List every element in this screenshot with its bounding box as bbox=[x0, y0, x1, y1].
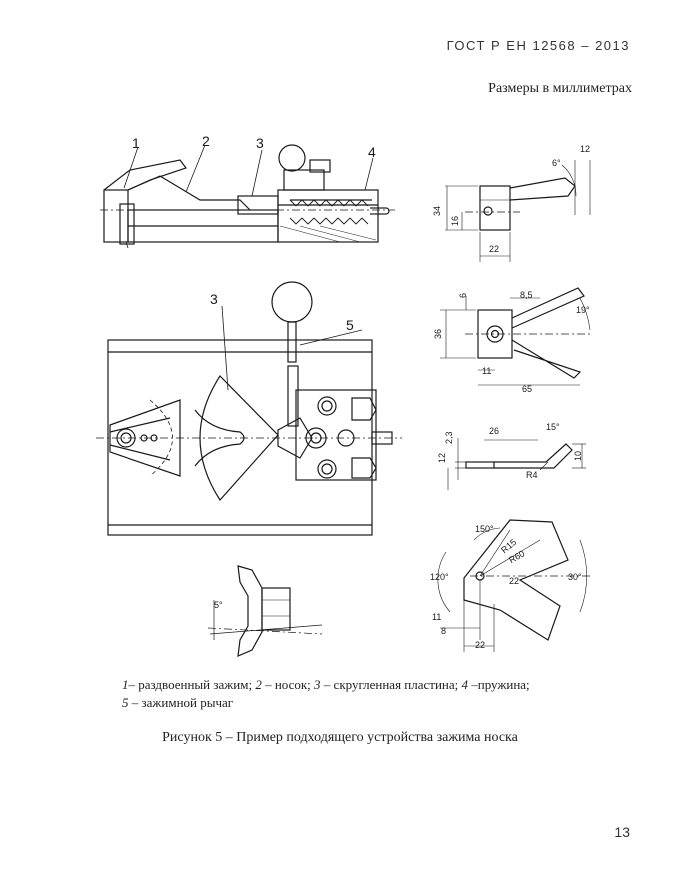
dim-8: 8 bbox=[441, 626, 446, 636]
dim-19deg: 19° bbox=[576, 305, 590, 315]
dim-26: 26 bbox=[489, 426, 499, 436]
document-standard-id: ГОСТ Р ЕН 12568 – 2013 bbox=[446, 38, 630, 53]
wing-nut-view bbox=[207, 565, 323, 657]
detail-strip-view bbox=[447, 438, 586, 490]
dim-22b: 22 bbox=[509, 576, 519, 586]
figure-caption: Рисунок 5 – Пример подходящего устройств… bbox=[162, 730, 518, 745]
detail-fork-view bbox=[440, 287, 591, 386]
callout-4: 4 bbox=[368, 144, 376, 160]
legend-num-5: 5 bbox=[122, 695, 129, 710]
legend-text-1: – раздвоенный зажим; bbox=[128, 677, 256, 692]
units-note: Размеры в миллиметрах bbox=[488, 81, 632, 96]
legend-text-2: – носок; bbox=[261, 677, 315, 692]
dim-16: 16 bbox=[450, 216, 460, 226]
callout-5: 5 bbox=[346, 317, 354, 333]
figure-legend: 1– раздвоенный зажим; 2 – носок; 3 – скр… bbox=[122, 676, 592, 712]
dim-65: 65 bbox=[522, 384, 532, 394]
legend-text-5: – зажимной рычаг bbox=[128, 695, 234, 710]
dim-6: 6 bbox=[458, 293, 468, 298]
dim-22a: 22 bbox=[489, 244, 499, 254]
legend-text-3: – скругленная пластина; bbox=[320, 677, 462, 692]
dim-12b: 12 bbox=[437, 453, 447, 463]
dim-120deg: 120° bbox=[430, 572, 449, 582]
legend-num-2: 2 bbox=[255, 677, 262, 692]
dim-8-5: 8,5 bbox=[520, 290, 533, 300]
callout-3: 3 bbox=[256, 135, 264, 151]
dim-11b: 11 bbox=[432, 612, 441, 622]
dim-10: 10 bbox=[573, 451, 583, 461]
dim-11a: 11 bbox=[482, 366, 491, 376]
callout-1: 1 bbox=[132, 135, 140, 151]
plan-view bbox=[96, 281, 402, 536]
legend-num-3: 3 bbox=[314, 677, 321, 692]
side-view bbox=[100, 144, 395, 249]
dim-5deg: 5° bbox=[214, 600, 223, 610]
dim-150deg: 150° bbox=[475, 524, 494, 534]
detail-block-view bbox=[445, 160, 591, 262]
legend-num-1: 1 bbox=[122, 677, 129, 692]
dim-15deg: 15° bbox=[546, 422, 560, 432]
dim-12: 12 bbox=[580, 144, 590, 154]
dim-36: 36 bbox=[433, 329, 443, 339]
dim-6deg: 6° bbox=[552, 158, 561, 168]
legend-text-4: –пружина; bbox=[468, 677, 530, 692]
page-number: 13 bbox=[614, 824, 630, 840]
callout-3-plan: 3 bbox=[210, 291, 218, 307]
dim-34: 34 bbox=[432, 206, 442, 216]
detail-plate-view bbox=[437, 519, 592, 652]
legend-num-4: 4 bbox=[461, 677, 469, 692]
dim-22c: 22 bbox=[475, 640, 485, 650]
dim-R4: R4 bbox=[526, 470, 538, 480]
callout-2: 2 bbox=[202, 133, 210, 149]
dim-2-3: 2,3 bbox=[444, 431, 454, 444]
dim-30deg: 30° bbox=[568, 572, 582, 582]
